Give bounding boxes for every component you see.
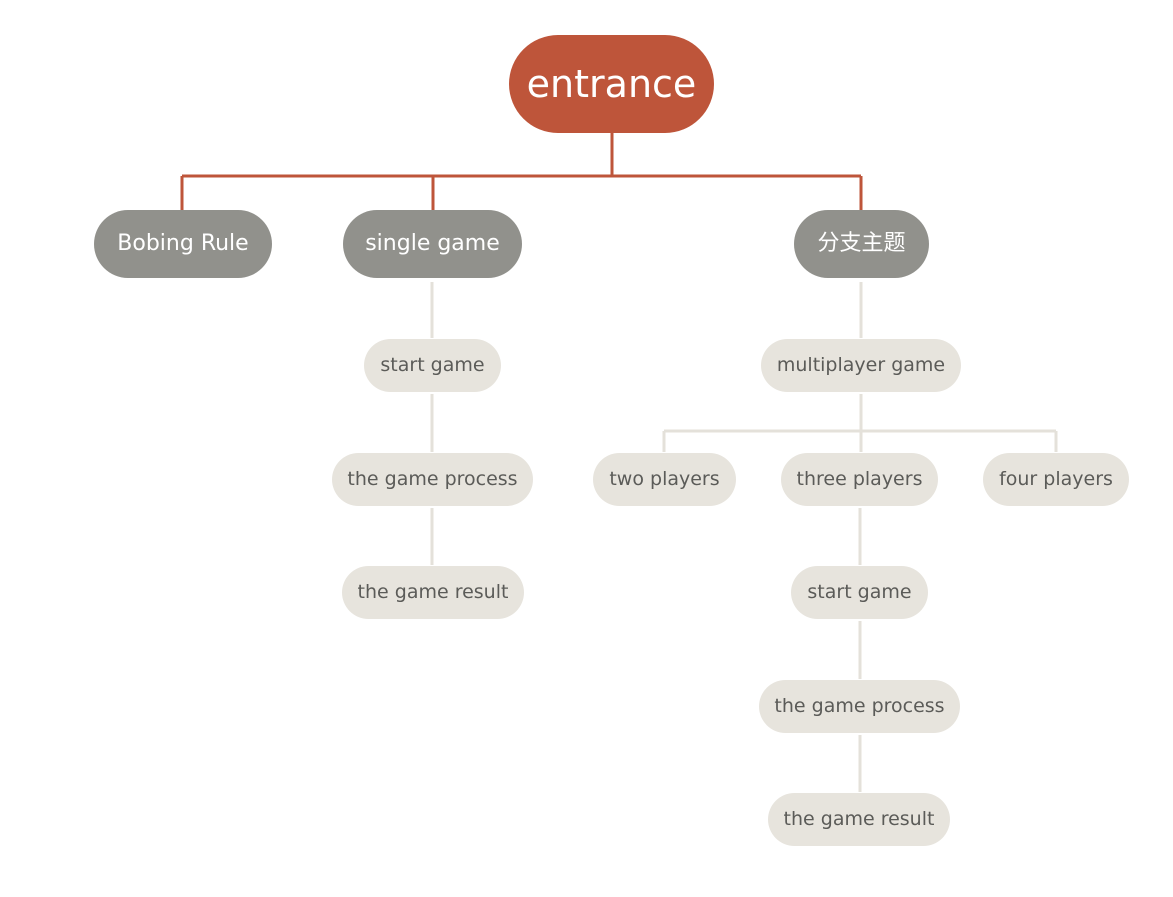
topic-single-game[interactable]: single game [343,210,522,278]
player-label: two players [609,468,720,490]
three-step-start-game[interactable]: start game [791,566,928,619]
single-step-game-process[interactable]: the game process [332,453,533,506]
step-label: the game process [347,468,518,490]
step-label: the game result [783,808,935,830]
three-step-game-process[interactable]: the game process [759,680,960,733]
single-step-start-game[interactable]: start game [364,339,501,392]
topic-label: single game [365,231,500,256]
topic-label: Bobing Rule [117,231,249,256]
topic-label: 分支主题 [817,231,906,256]
sub-connectors [430,282,1058,792]
step-label: start game [380,354,485,376]
player-label: three players [796,468,923,490]
step-label: start game [807,581,912,603]
topic-bobing-rule[interactable]: Bobing Rule [94,210,272,278]
player-label: four players [999,468,1113,490]
three-players-node[interactable]: three players [781,453,938,506]
root-label: entrance [526,62,697,106]
three-step-game-result[interactable]: the game result [768,793,950,846]
single-step-game-result[interactable]: the game result [342,566,524,619]
four-players-node[interactable]: four players [983,453,1129,506]
step-label: the game result [357,581,509,603]
step-label: the game process [774,695,945,717]
topic-branch[interactable]: 分支主题 [794,210,929,278]
mode-label: multiplayer game [776,354,946,376]
root-node[interactable]: entrance [509,35,714,133]
multiplayer-game-node[interactable]: multiplayer game [761,339,961,392]
two-players-node[interactable]: two players [593,453,736,506]
root-connectors [180,133,863,211]
